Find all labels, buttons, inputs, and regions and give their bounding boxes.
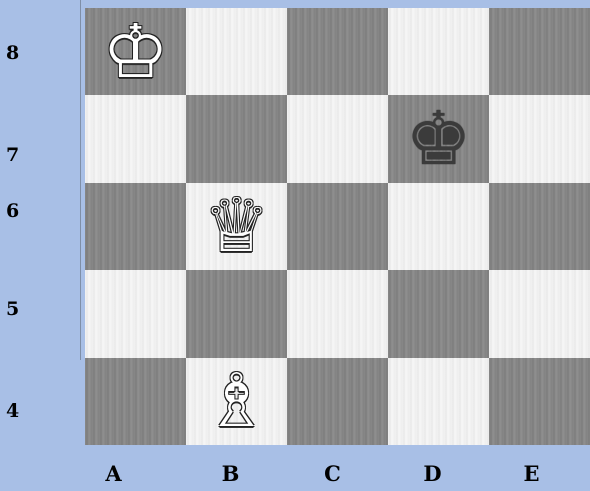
- square-e3[interactable]: [489, 183, 590, 270]
- square-b2[interactable]: [186, 270, 287, 357]
- square-a3[interactable]: [85, 183, 186, 270]
- black-king-icon[interactable]: ♚: [405, 102, 471, 176]
- square-d4[interactable]: ♚: [388, 95, 489, 182]
- file-label: C: [282, 461, 383, 486]
- square-d3[interactable]: [388, 183, 489, 270]
- square-c1[interactable]: [287, 358, 388, 445]
- square-d1[interactable]: [388, 358, 489, 445]
- chess-board: ♔ ♚ ♕ ♗: [85, 8, 590, 445]
- square-e4[interactable]: [489, 95, 590, 182]
- square-a2[interactable]: [85, 270, 186, 357]
- square-a4[interactable]: [85, 95, 186, 182]
- square-b1[interactable]: ♗: [186, 358, 287, 445]
- white-king-icon[interactable]: ♔: [102, 15, 168, 89]
- square-c3[interactable]: [287, 183, 388, 270]
- square-a1[interactable]: [85, 358, 186, 445]
- square-b4[interactable]: [186, 95, 287, 182]
- rank-label: 6: [6, 200, 19, 222]
- square-c4[interactable]: [287, 95, 388, 182]
- square-c5[interactable]: [287, 8, 388, 95]
- square-d5[interactable]: [388, 8, 489, 95]
- rank-label: 7: [6, 144, 19, 166]
- square-c2[interactable]: [287, 270, 388, 357]
- square-b5[interactable]: [186, 8, 287, 95]
- file-label: E: [481, 461, 582, 486]
- square-e1[interactable]: [489, 358, 590, 445]
- rank-label: 5: [6, 298, 19, 320]
- square-d2[interactable]: [388, 270, 489, 357]
- square-b3[interactable]: ♕: [186, 183, 287, 270]
- square-e2[interactable]: [489, 270, 590, 357]
- square-a5[interactable]: ♔: [85, 8, 186, 95]
- rank-label: 8: [6, 42, 19, 64]
- rank-label: 4: [6, 400, 19, 422]
- white-queen-icon[interactable]: ♕: [203, 189, 269, 263]
- file-label: A: [63, 461, 164, 486]
- file-label: B: [180, 461, 281, 486]
- file-label: D: [382, 461, 483, 486]
- board-edge-line: [80, 0, 81, 360]
- square-e5[interactable]: [489, 8, 590, 95]
- white-bishop-icon[interactable]: ♗: [203, 364, 269, 438]
